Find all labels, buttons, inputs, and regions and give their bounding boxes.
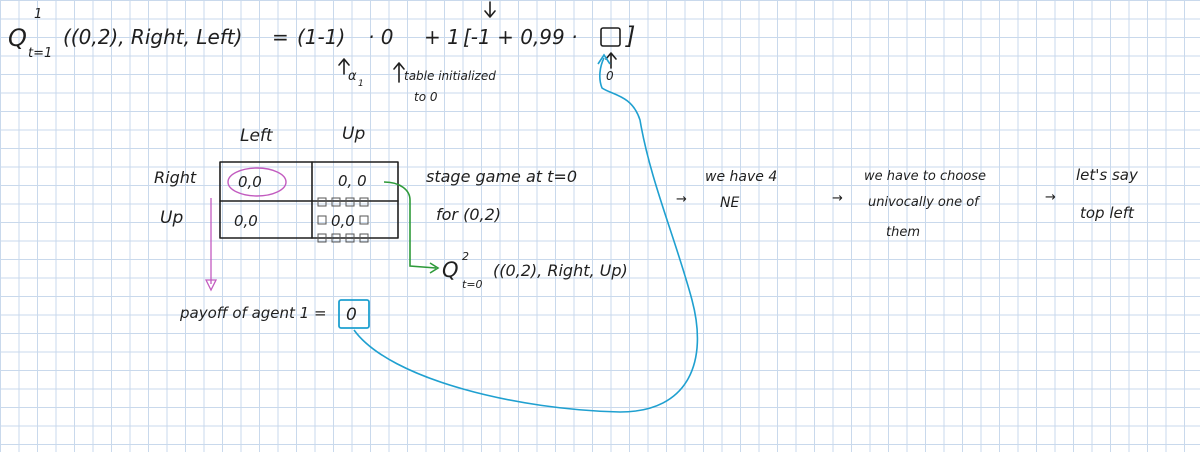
equation-line: Q 1 t=1 ((0,2), Right, Left) = (1-1) · 0…: [8, 1, 635, 61]
row-header-up: Up: [160, 208, 183, 228]
arrow-1-icon: →: [676, 192, 687, 207]
blue-connector: [353, 57, 699, 413]
payoff-value: 0: [346, 305, 357, 325]
row-header-right: Right: [154, 168, 197, 187]
choose-line2: univocally one of: [868, 195, 981, 210]
arrow-2-icon: →: [832, 191, 843, 206]
alpha-term: (1-1): [297, 25, 345, 49]
times-zero: · 0: [368, 25, 393, 49]
q-subscript: t=1: [28, 46, 52, 61]
green-connector: [383, 181, 437, 269]
selection-handles: [317, 197, 369, 243]
alpha-up-arrow-icon: [338, 58, 350, 75]
payoff-label: payoff of agent 1 =: [179, 304, 327, 322]
stage-game-line1: stage game at t=0: [426, 167, 577, 186]
payoff-value-box: [338, 299, 370, 329]
cell-r2-c1: 0,0: [234, 212, 258, 230]
alpha-label: α: [348, 69, 357, 84]
stage-game-matrix: Left Up Right Up 0,0 0, 0 0,0 0,0: [154, 124, 399, 243]
box-value-note: 0: [606, 69, 614, 83]
col-header-left: Left: [240, 126, 274, 146]
choose-line1: we have to choose: [864, 169, 986, 184]
selected-cell-circle: [227, 167, 287, 197]
ne-line2: NE: [720, 195, 739, 211]
closing-bracket: ]: [625, 22, 635, 50]
plus-one: + 1: [424, 25, 460, 49]
ne-line1: we have 4: [705, 169, 777, 185]
table-initialized-line1: table initialized: [404, 69, 496, 83]
cell-r2-c2: 0,0: [331, 212, 355, 230]
alpha-subscript: 1: [358, 79, 364, 89]
q-superscript: 1: [34, 7, 42, 22]
q-symbol: Q: [8, 24, 27, 52]
table-up-arrow-icon: [393, 62, 405, 83]
cell-r1-c1: 0,0: [238, 173, 262, 191]
future-value-box: [600, 27, 621, 47]
green-arrowhead-icon: [429, 262, 440, 274]
box-up-arrow-icon: [605, 52, 617, 69]
matrix-border: [219, 161, 399, 239]
q-arguments: ((0,2), Right, Left): [63, 25, 242, 49]
table-initialized-line2: to 0: [414, 90, 438, 104]
pink-arrowhead-icon: [204, 279, 218, 292]
q2-subscript: t=0: [462, 278, 483, 291]
stage-game-line2: for (0,2): [436, 205, 501, 224]
say-line1: let's say: [1076, 166, 1139, 184]
say-line2: top left: [1080, 204, 1135, 222]
cell-r1-c2: 0, 0: [338, 172, 367, 190]
q2-arguments: ((0,2), Right, Up): [493, 261, 628, 280]
bracket-content: [-1 + 0,99 ·: [463, 25, 577, 49]
equals-sign: =: [272, 25, 289, 49]
blue-arrowhead-icon: [597, 53, 611, 65]
q2-symbol: Q: [442, 258, 459, 282]
q2-superscript: 2: [462, 250, 469, 263]
arrow-3-icon: →: [1045, 190, 1056, 205]
choose-line3: them: [886, 225, 920, 240]
down-arrow-icon: [484, 1, 496, 18]
col-header-up: Up: [342, 124, 365, 144]
